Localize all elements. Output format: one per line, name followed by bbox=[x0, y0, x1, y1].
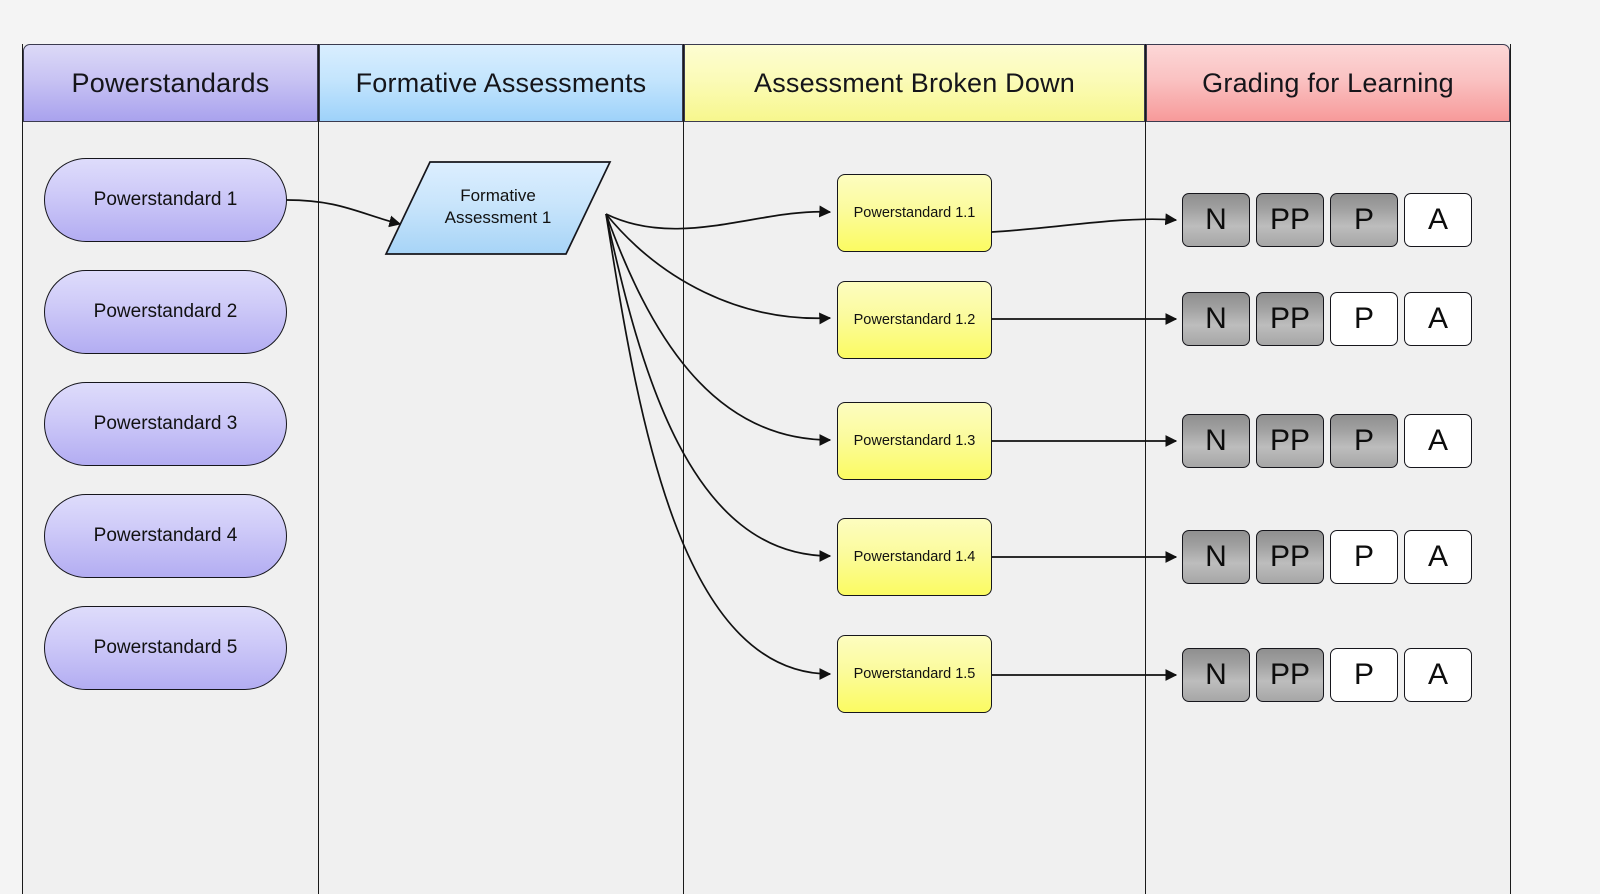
grading-cell-2-n[interactable]: N bbox=[1182, 292, 1250, 346]
grading-cell-label-1-pp: PP bbox=[1269, 203, 1311, 236]
powerstandard-label-1: Powerstandard 1 bbox=[93, 189, 238, 210]
grading-cell-label-1-a: A bbox=[1427, 203, 1448, 236]
grading-cell-3-a[interactable]: A bbox=[1404, 414, 1472, 468]
grading-cell-5-p[interactable]: P bbox=[1330, 648, 1398, 702]
grading-cell-label-3-pp: PP bbox=[1269, 424, 1311, 457]
grading-cell-label-4-pp: PP bbox=[1269, 540, 1311, 573]
lane-title-grading-for-learning: Grading for Learning bbox=[1202, 67, 1454, 98]
grading-cell-label-1-p: P bbox=[1353, 203, 1374, 236]
grading-cell-2-p[interactable]: P bbox=[1330, 292, 1398, 346]
broken-down-label-4: Powerstandard 1.4 bbox=[853, 549, 976, 565]
powerstandard-label-4: Powerstandard 4 bbox=[93, 525, 238, 546]
grading-cell-label-3-a: A bbox=[1427, 424, 1448, 457]
grading-cell-2-a[interactable]: A bbox=[1404, 292, 1472, 346]
grading-cell-label-5-n: N bbox=[1205, 658, 1227, 691]
powerstandard-label-5: Powerstandard 5 bbox=[93, 637, 238, 658]
grading-cell-label-2-n: N bbox=[1205, 302, 1227, 335]
grading-cell-5-a[interactable]: A bbox=[1404, 648, 1472, 702]
grading-cell-label-2-a: A bbox=[1427, 302, 1448, 335]
grading-cell-2-pp[interactable]: PP bbox=[1256, 292, 1324, 346]
lane-header-powerstandards[interactable]: Powerstandards bbox=[23, 44, 318, 122]
grading-cell-5-pp[interactable]: PP bbox=[1256, 648, 1324, 702]
grading-cell-label-4-n: N bbox=[1205, 540, 1227, 573]
grading-cell-label-2-pp: PP bbox=[1269, 302, 1311, 335]
grading-cell-1-a[interactable]: A bbox=[1404, 193, 1472, 247]
powerstandard-node-4[interactable]: Powerstandard 4 bbox=[44, 494, 287, 578]
grading-cell-1-p[interactable]: P bbox=[1330, 193, 1398, 247]
grading-cell-1-n[interactable]: N bbox=[1182, 193, 1250, 247]
grading-cell-label-3-n: N bbox=[1205, 424, 1227, 457]
grading-cell-label-3-p: P bbox=[1353, 424, 1374, 457]
formative-assessment-node-1[interactable]: Formative Assessment 1 bbox=[384, 160, 612, 255]
grading-cell-3-pp[interactable]: PP bbox=[1256, 414, 1324, 468]
grading-cell-label-5-a: A bbox=[1427, 658, 1448, 691]
lane-header-assessment-broken-down[interactable]: Assessment Broken Down bbox=[684, 44, 1145, 122]
broken-down-label-3: Powerstandard 1.3 bbox=[853, 433, 976, 449]
broken-down-node-2[interactable]: Powerstandard 1.2 bbox=[837, 281, 992, 359]
grading-cell-label-5-p: P bbox=[1353, 658, 1374, 691]
lane-title-formative-assessments: Formative Assessments bbox=[355, 67, 647, 98]
grading-cell-4-a[interactable]: A bbox=[1404, 530, 1472, 584]
grading-cell-label-2-p: P bbox=[1353, 302, 1374, 335]
powerstandard-node-2[interactable]: Powerstandard 2 bbox=[44, 270, 287, 354]
grading-cell-3-n[interactable]: N bbox=[1182, 414, 1250, 468]
lane-header-grading-for-learning[interactable]: Grading for Learning bbox=[1146, 44, 1510, 122]
powerstandard-label-2: Powerstandard 2 bbox=[93, 301, 238, 322]
grading-cell-4-pp[interactable]: PP bbox=[1256, 530, 1324, 584]
powerstandard-node-3[interactable]: Powerstandard 3 bbox=[44, 382, 287, 466]
lane-header-formative-assessments[interactable]: Formative Assessments bbox=[319, 44, 683, 122]
broken-down-label-2: Powerstandard 1.2 bbox=[853, 312, 976, 328]
grading-cell-label-1-n: N bbox=[1205, 203, 1227, 236]
lane-body-grading-for-learning bbox=[1146, 122, 1510, 894]
lane-title-assessment-broken-down: Assessment Broken Down bbox=[753, 67, 1076, 98]
grading-cell-1-pp[interactable]: PP bbox=[1256, 193, 1324, 247]
powerstandard-node-5[interactable]: Powerstandard 5 bbox=[44, 606, 287, 690]
grading-cell-label-4-p: P bbox=[1353, 540, 1374, 573]
broken-down-label-5: Powerstandard 1.5 bbox=[853, 666, 976, 682]
grading-cell-label-5-pp: PP bbox=[1269, 658, 1311, 691]
grading-cell-label-4-a: A bbox=[1427, 540, 1448, 573]
broken-down-node-3[interactable]: Powerstandard 1.3 bbox=[837, 402, 992, 480]
broken-down-node-1[interactable]: Powerstandard 1.1 bbox=[837, 174, 992, 252]
grading-cell-4-n[interactable]: N bbox=[1182, 530, 1250, 584]
broken-down-label-1: Powerstandard 1.1 bbox=[853, 205, 976, 221]
powerstandard-node-1[interactable]: Powerstandard 1 bbox=[44, 158, 287, 242]
broken-down-node-4[interactable]: Powerstandard 1.4 bbox=[837, 518, 992, 596]
lane-title-powerstandards: Powerstandards bbox=[71, 67, 270, 98]
grading-cell-4-p[interactable]: P bbox=[1330, 530, 1398, 584]
grading-cell-3-p[interactable]: P bbox=[1330, 414, 1398, 468]
broken-down-node-5[interactable]: Powerstandard 1.5 bbox=[837, 635, 992, 713]
powerstandard-label-3: Powerstandard 3 bbox=[93, 413, 238, 434]
grading-cell-5-n[interactable]: N bbox=[1182, 648, 1250, 702]
parallelogram-shape bbox=[384, 161, 612, 255]
lane-grading-for-learning[interactable]: Grading for Learning bbox=[1145, 44, 1511, 894]
